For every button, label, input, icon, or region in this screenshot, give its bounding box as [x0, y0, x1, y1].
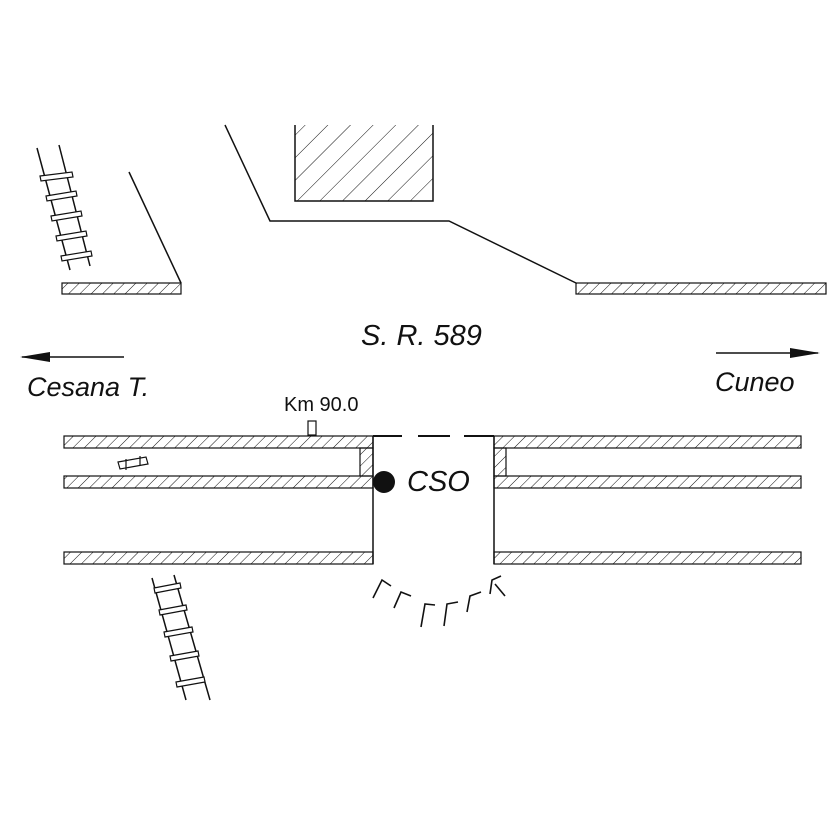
sidewalk-south-east: [493, 435, 802, 565]
station-code: CSO: [407, 466, 470, 498]
sidewalk-north: [61, 282, 827, 295]
station-marker-icon: [373, 471, 395, 493]
milestone-marker: [307, 420, 317, 436]
arrow-right-icon: [716, 348, 820, 358]
destination-east: Cuneo: [715, 367, 795, 397]
railway-track-icon: [36, 144, 93, 271]
curb-marks: [372, 575, 506, 628]
destination-west: Cesana T.: [27, 372, 150, 402]
road-name: S. R. 589: [361, 320, 482, 352]
building: [294, 125, 434, 202]
arrow-left-icon: [20, 352, 124, 362]
railway-track-icon: [151, 574, 211, 701]
milestone-label: Km 90.0: [284, 394, 359, 416]
side-street-edges: [372, 436, 495, 564]
parked-vehicle-icon: [117, 456, 149, 470]
road-edge-north: [128, 124, 577, 284]
sidewalk-south-west: [63, 435, 374, 565]
